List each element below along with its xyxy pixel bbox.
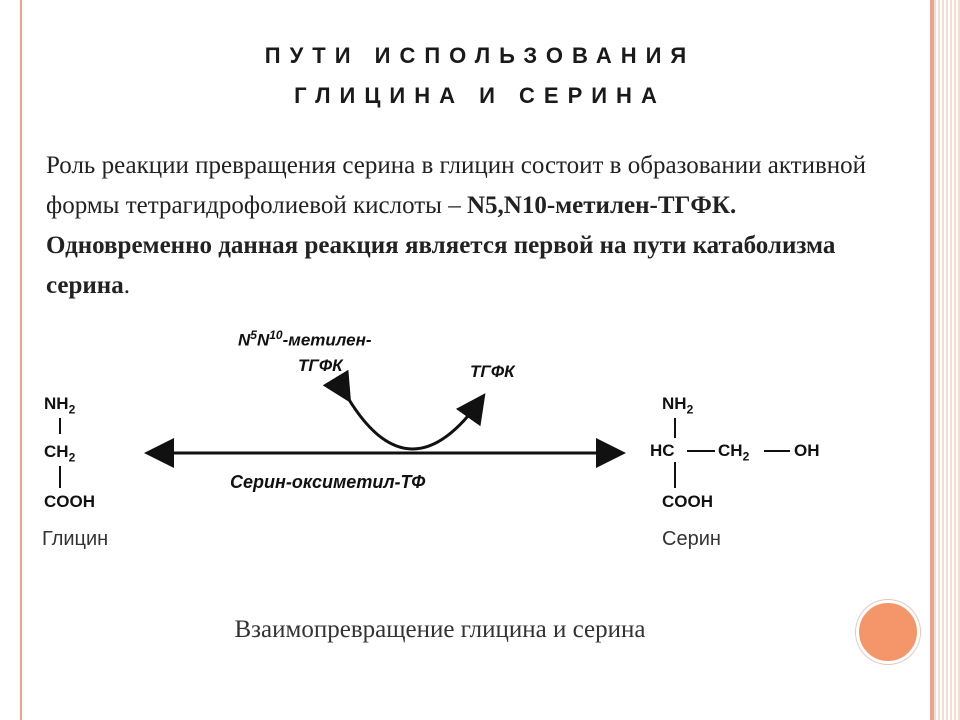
slide-title: ПУТИ ИСПОЛЬЗОВАНИЯ ГЛИЦИНА И СЕРИНА (100, 36, 860, 116)
reaction-diagram: N5N10-метилен- ТГФК ТГФК Серин-оксиметил… (30, 310, 850, 660)
serine-oh: OH (794, 441, 820, 460)
title-line-1: ПУТИ ИСПОЛЬЗОВАНИЯ (264, 43, 696, 68)
glycine-ch2: CH2 (44, 442, 76, 465)
cofactor-in-label-line2: ТГФК (298, 356, 343, 375)
diagram-caption: Взаимопревращение глицина и серина (234, 616, 646, 643)
serine-hc: HC (650, 441, 675, 460)
glycine-name: Глицин (42, 528, 109, 550)
slide-frame-right (932, 0, 960, 720)
body-text-normal: Роль реакции превращения серина в глицин… (46, 152, 867, 219)
cofactor-in-label-line1: N5N10-метилен- (238, 328, 372, 350)
body-paragraph: Роль реакции превращения серина в глицин… (46, 146, 906, 306)
body-text-bold: N5,N10-метилен-ТГФК. Одновременно данная… (46, 192, 836, 299)
serine-cooh: COOH (662, 492, 713, 511)
decorative-circle (856, 600, 920, 664)
cofactor-out-label: ТГФК (470, 362, 515, 381)
glycine-cooh: COOH (44, 492, 95, 511)
title-line-2: ГЛИЦИНА И СЕРИНА (294, 83, 666, 108)
slide-frame-left (0, 0, 22, 720)
reaction-arrows (59, 369, 790, 488)
serine-name: Серин (662, 528, 721, 550)
enzyme-label: Серин-оксиметил-ТФ (230, 472, 426, 492)
serine-nh2: NH2 (662, 394, 694, 417)
body-text-end: . (123, 272, 130, 299)
cofactor-arrow (322, 369, 486, 451)
slide-frame-right-line (930, 0, 932, 720)
glycine-nh2: NH2 (44, 394, 76, 417)
serine-ch2: CH2 (718, 441, 750, 464)
